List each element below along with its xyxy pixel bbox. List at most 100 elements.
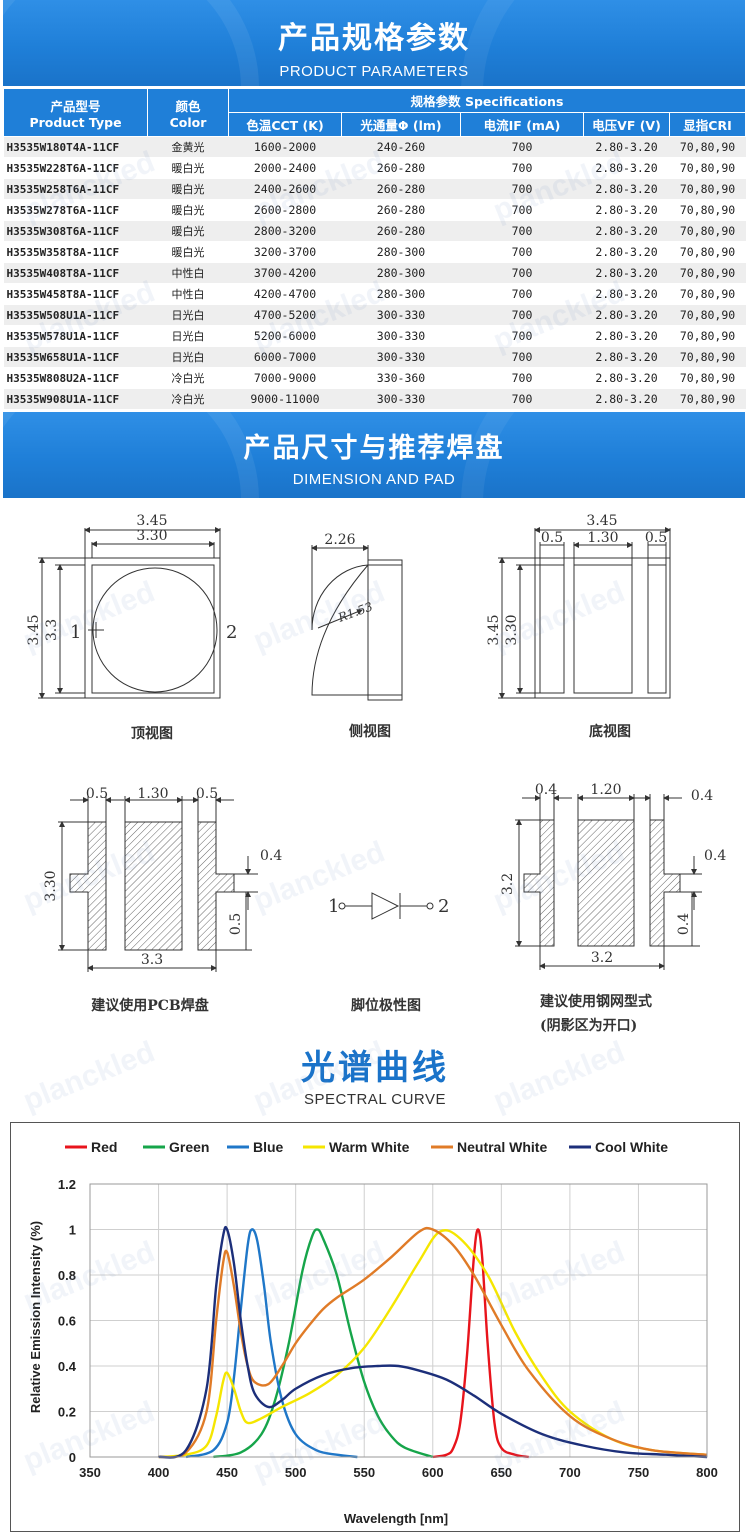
legend-label: Blue bbox=[253, 1139, 284, 1155]
cell-voltage: 2.80-3.20 bbox=[583, 220, 670, 242]
series-line-warm-white bbox=[158, 1229, 708, 1459]
cell-current: 700 bbox=[460, 136, 584, 158]
dim-label: 0.5 bbox=[541, 530, 563, 546]
chart-series bbox=[158, 1225, 708, 1459]
cell-cri: 70,80,90 bbox=[669, 325, 746, 347]
side-view bbox=[311, 545, 403, 701]
cell-model: H3535W180T4A-11CF bbox=[3, 136, 148, 158]
stencil-view bbox=[515, 794, 702, 970]
dim-label: 1.30 bbox=[587, 530, 618, 546]
cell-current: 700 bbox=[460, 283, 584, 305]
cell-cct: 9000-11000 bbox=[228, 388, 342, 410]
cell-cri: 70,80,90 bbox=[669, 178, 746, 200]
dim-label: 0.5 bbox=[86, 786, 108, 802]
spectral-curve-title: 光谱曲线 SPECTRAL CURVE bbox=[0, 1040, 750, 1108]
cell-flux: 300-330 bbox=[341, 388, 461, 410]
cell-cct: 3700-4200 bbox=[228, 262, 342, 284]
polarity-pin2: 2 bbox=[438, 896, 449, 917]
cell-color: 日光白 bbox=[147, 325, 229, 347]
dim-label: 0.4 bbox=[535, 782, 557, 798]
cell-cct: 2400-2600 bbox=[228, 178, 342, 200]
x-tick-label: 700 bbox=[559, 1465, 581, 1480]
dim-label: 0.4 bbox=[260, 848, 282, 864]
cell-flux: 300-330 bbox=[341, 346, 461, 368]
cell-color: 中性白 bbox=[147, 262, 229, 284]
legend-label: Neutral White bbox=[457, 1139, 547, 1155]
cell-cct: 2000-2400 bbox=[228, 157, 342, 179]
cell-color: 日光白 bbox=[147, 346, 229, 368]
section-title-zh: 光谱曲线 bbox=[301, 1048, 449, 1088]
cell-voltage: 2.80-3.20 bbox=[583, 304, 670, 326]
dim-label: 3.30 bbox=[136, 528, 167, 544]
dim-label: 0.5 bbox=[228, 913, 244, 935]
cell-voltage: 2.80-3.20 bbox=[583, 367, 670, 389]
x-tick-label: 500 bbox=[285, 1465, 307, 1480]
header-specifications: 规格参数 Specifications bbox=[227, 88, 747, 113]
legend-label: Cool White bbox=[595, 1139, 668, 1155]
header-color-en: Color bbox=[169, 114, 207, 130]
cell-voltage: 2.80-3.20 bbox=[583, 178, 670, 200]
cell-color: 暖白光 bbox=[147, 157, 229, 179]
cell-current: 700 bbox=[460, 199, 584, 221]
cell-model: H3535W458T8A-11CF bbox=[3, 283, 148, 305]
cell-current: 700 bbox=[460, 241, 584, 263]
x-tick-label: 600 bbox=[422, 1465, 444, 1480]
cell-model: H3535W408T8A-11CF bbox=[3, 262, 148, 284]
dim-label: 3.30 bbox=[504, 614, 520, 645]
series-line-neutral-white bbox=[158, 1226, 708, 1459]
cell-current: 700 bbox=[460, 367, 584, 389]
cell-flux: 300-330 bbox=[341, 304, 461, 326]
cell-model: H3535W578U1A-11CF bbox=[3, 325, 148, 347]
cell-voltage: 2.80-3.20 bbox=[583, 136, 670, 158]
cell-model: H3535W228T6A-11CF bbox=[3, 157, 148, 179]
specification-table: 产品型号 Product Type 颜色 Color 规格参数 Specific… bbox=[3, 88, 747, 410]
polarity-pin1: 1 bbox=[328, 896, 339, 917]
header-model: 产品型号 Product Type bbox=[3, 88, 148, 137]
caption-top-view: 顶视图 bbox=[131, 725, 173, 742]
legend-label: Red bbox=[91, 1139, 117, 1155]
cell-voltage: 2.80-3.20 bbox=[583, 241, 670, 263]
dim-label: 3.45 bbox=[586, 513, 617, 529]
y-tick-label: 1 bbox=[69, 1223, 76, 1238]
dim-label: 2.26 bbox=[324, 532, 355, 548]
pin2-label: 2 bbox=[226, 622, 237, 643]
x-tick-label: 750 bbox=[628, 1465, 650, 1480]
dim-label: 3.30 bbox=[43, 870, 59, 901]
cell-color: 暖白光 bbox=[147, 241, 229, 263]
x-axis-label: Wavelength [nm] bbox=[344, 1511, 448, 1526]
cell-cri: 70,80,90 bbox=[669, 241, 746, 263]
cell-cri: 70,80,90 bbox=[669, 136, 746, 158]
caption-pcb-pad: 建议使用PCB焊盘 bbox=[91, 997, 209, 1014]
x-tick-label: 550 bbox=[353, 1465, 375, 1480]
cell-current: 700 bbox=[460, 325, 584, 347]
dim-label: 0.4 bbox=[691, 788, 713, 804]
cell-cri: 70,80,90 bbox=[669, 388, 746, 410]
cell-voltage: 2.80-3.20 bbox=[583, 283, 670, 305]
y-axis-label: Relative Emission Intensity (%) bbox=[28, 1221, 43, 1413]
cell-flux: 260-280 bbox=[341, 220, 461, 242]
series-line-green bbox=[213, 1228, 434, 1459]
cell-current: 700 bbox=[460, 304, 584, 326]
cell-color: 中性白 bbox=[147, 283, 229, 305]
cell-color: 金黄光 bbox=[147, 136, 229, 158]
series-line-red bbox=[432, 1228, 529, 1459]
cell-cct: 7000-9000 bbox=[228, 367, 342, 389]
dim-label: 0.5 bbox=[645, 530, 667, 546]
dimension-pad-banner: 产品尺寸与推荐焊盘 DIMENSION AND PAD bbox=[3, 412, 745, 498]
caption-stencil-note: (阴影区为开口) bbox=[540, 1017, 637, 1034]
dim-label: 3.45 bbox=[486, 614, 502, 645]
dim-label: 3.3 bbox=[141, 952, 163, 968]
cell-cri: 70,80,90 bbox=[669, 220, 746, 242]
caption-bottom-view: 底视图 bbox=[589, 723, 631, 740]
cell-color: 暖白光 bbox=[147, 220, 229, 242]
dim-label: 3.2 bbox=[500, 873, 516, 895]
